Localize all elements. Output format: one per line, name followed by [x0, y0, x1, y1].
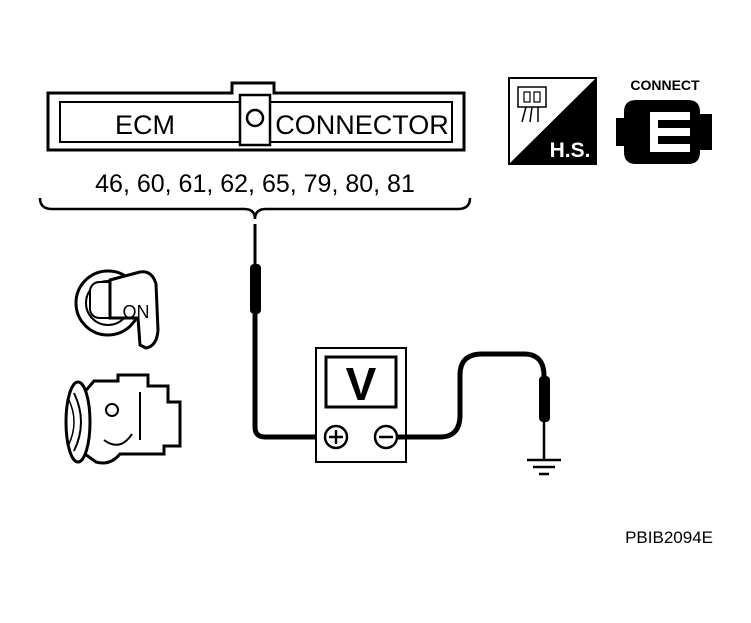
voltmeter: V — [315, 347, 407, 463]
negative-lead — [397, 351, 547, 440]
ignition-key-icon: ON — [74, 269, 160, 350]
connector-latch-icon — [245, 108, 265, 128]
ignition-label: ON — [123, 302, 150, 322]
harness-side-label: H.S. — [550, 139, 591, 162]
negative-probe — [539, 376, 550, 459]
positive-terminal-icon — [323, 424, 349, 450]
negative-terminal-icon — [373, 424, 399, 450]
pin-group-brace — [38, 197, 472, 220]
engine-icon — [64, 373, 182, 465]
connector-right-label: CONNECTOR — [275, 110, 449, 140]
positive-probe — [250, 224, 261, 314]
positive-lead — [252, 314, 322, 440]
connector-pins-icon — [517, 86, 547, 123]
harness-side-icon: H.S. — [508, 77, 597, 165]
pin-numbers: 46, 60, 61, 62, 65, 79, 80, 81 — [95, 170, 415, 198]
ecm-connector: ECM CONNECTOR — [46, 81, 466, 152]
figure-code: PBIB2094E — [625, 528, 713, 547]
connect-label: CONNECT — [630, 77, 700, 93]
connect-icon: CONNECT — [616, 77, 712, 164]
ground-icon — [527, 458, 561, 476]
voltmeter-label: V — [346, 358, 377, 410]
connector-left-label: ECM — [115, 110, 175, 140]
